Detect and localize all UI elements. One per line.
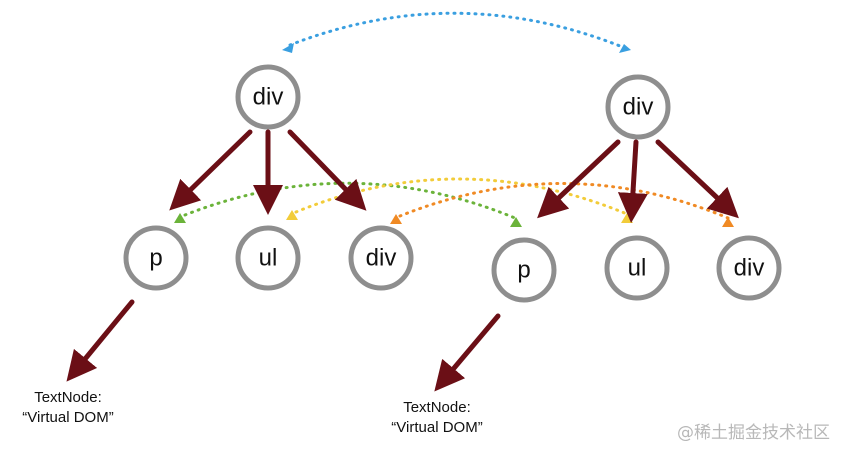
p-comparison-curve <box>183 181 517 220</box>
left-div-node: div <box>348 225 414 291</box>
edge-right-div-ul <box>617 139 648 223</box>
node-label: ul <box>628 255 647 282</box>
triangle-icon <box>174 213 186 223</box>
edge-right-p-text <box>434 313 501 392</box>
left-p-node: p <box>123 225 189 291</box>
node-label: p <box>149 245 162 272</box>
node-label: div <box>623 94 654 121</box>
left-textnode-value: “Virtual DOM” <box>22 409 113 426</box>
triangle-icon <box>510 217 522 227</box>
right-textnode-value: “Virtual DOM” <box>391 419 482 436</box>
edge-left-p-text <box>66 299 135 382</box>
triangle-icon <box>286 210 298 220</box>
root-comparison-curve <box>288 11 627 50</box>
triangle-icon <box>722 217 734 227</box>
node-label: ul <box>259 245 278 272</box>
triangle-icon <box>390 214 402 224</box>
ul-comparison-curve <box>294 177 629 216</box>
node-label: div <box>734 255 765 282</box>
triangle-icon <box>619 44 631 53</box>
edge-right-div-p <box>537 139 621 219</box>
edge-left-div-div <box>287 129 367 211</box>
div-comparison-curve <box>398 182 730 220</box>
right-root-node: div <box>605 74 671 140</box>
right-p-node: p <box>491 237 557 303</box>
edge-left-div-p <box>169 129 253 211</box>
triangle-icon <box>282 43 294 53</box>
node-label: p <box>517 257 530 284</box>
watermark: @稀土掘金技术社区 <box>677 423 830 443</box>
right-textnode-label: TextNode: <box>403 399 471 416</box>
edge-right-div-div <box>655 139 739 219</box>
left-root-node: div <box>235 64 301 130</box>
left-ul-node: ul <box>235 225 301 291</box>
right-div-node: div <box>716 235 782 301</box>
right-ul-node: ul <box>604 235 670 301</box>
node-label: div <box>366 245 397 272</box>
triangle-icon <box>621 213 633 223</box>
left-textnode-label: TextNode: <box>34 389 102 406</box>
node-label: div <box>253 84 284 111</box>
